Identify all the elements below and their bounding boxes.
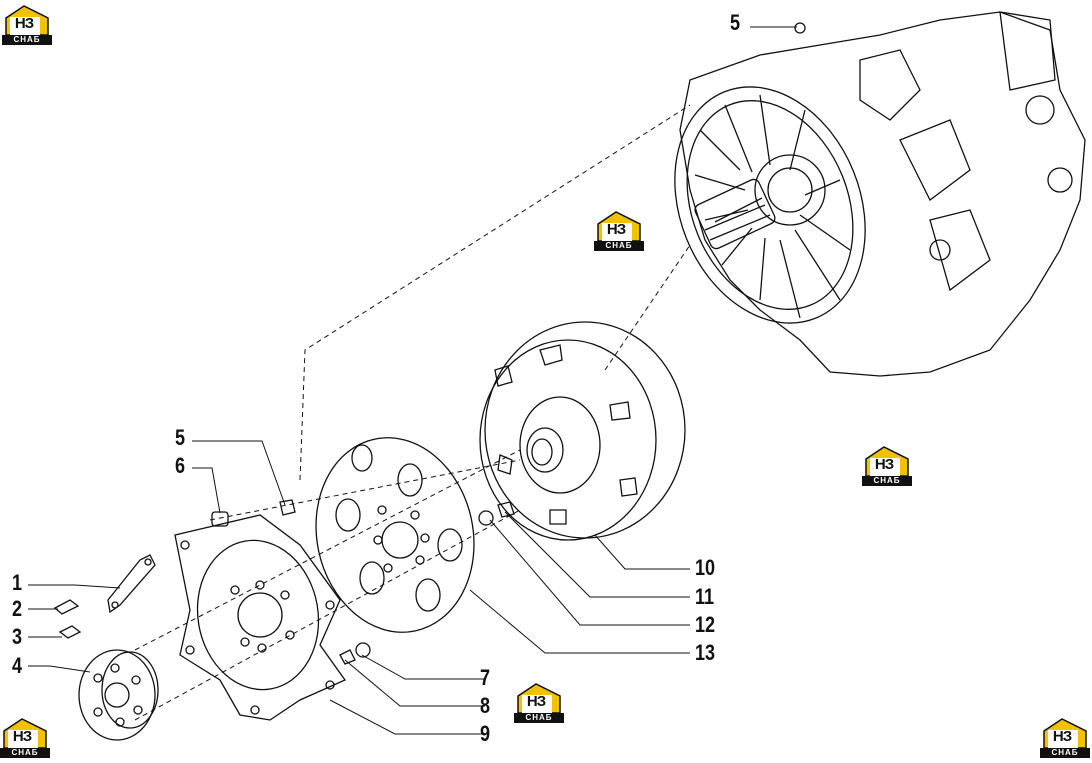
transmission-housing <box>674 11 1086 377</box>
callout-5: 5 <box>175 425 186 450</box>
callout-5-top: 5 <box>730 10 741 35</box>
callout-1: 1 <box>12 570 23 595</box>
callout-6: 6 <box>175 453 186 478</box>
leader-lines <box>28 26 797 735</box>
callout-12: 12 <box>695 612 716 637</box>
callout-13: 13 <box>695 640 716 665</box>
small-parts <box>53 499 515 665</box>
callout-10: 10 <box>695 555 716 580</box>
watermark-logo: НЗ СНАБ <box>594 208 644 252</box>
watermark-logo: НЗ СНАБ <box>0 715 50 759</box>
torque-converter <box>479 321 686 541</box>
alignment-lines <box>134 104 691 721</box>
callout-7: 7 <box>480 665 491 690</box>
callout-8: 8 <box>480 693 491 718</box>
callout-3: 3 <box>12 624 23 649</box>
watermark-logo: НЗ СНАБ <box>2 2 52 46</box>
drive-plate <box>174 514 346 721</box>
watermark-logo: НЗ СНАБ <box>862 443 912 487</box>
callout-2: 2 <box>12 596 23 621</box>
watermark-logo: НЗ СНАБ <box>1040 715 1090 759</box>
hub <box>78 649 159 741</box>
flex-plate <box>315 437 475 633</box>
callout-9: 9 <box>480 721 491 746</box>
watermark-logo: НЗ СНАБ <box>514 680 564 724</box>
callout-11: 11 <box>695 584 715 609</box>
callout-4: 4 <box>12 653 23 678</box>
